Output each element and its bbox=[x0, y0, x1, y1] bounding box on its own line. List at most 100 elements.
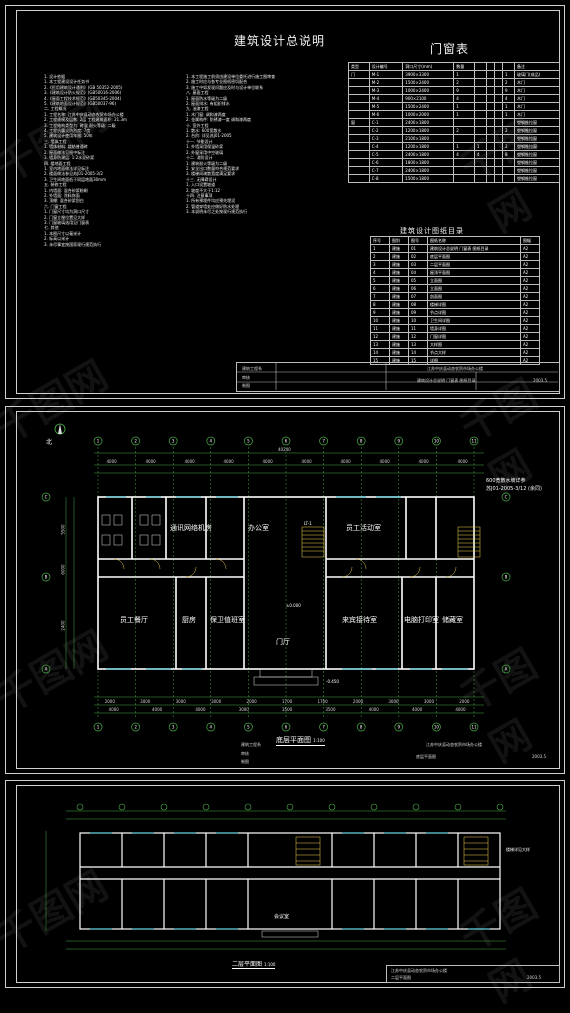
axis-bubble bbox=[93, 436, 103, 446]
title-block-draw: 制图 bbox=[241, 759, 249, 764]
note-line: 2. 安全出口数量符合规范要求 bbox=[186, 165, 240, 171]
axis-label: 7 bbox=[322, 439, 325, 444]
note-line: 二. 工程概况 bbox=[44, 106, 67, 112]
title-block-design: 建筑工程系 bbox=[242, 366, 262, 371]
axis-bubble bbox=[501, 664, 511, 674]
table-cell: 塑钢推拉窗 bbox=[514, 174, 560, 183]
dimension-label: 4000 bbox=[457, 459, 468, 464]
axis-label: 7 bbox=[322, 725, 325, 730]
axis-label: 3 bbox=[172, 439, 175, 444]
note-line: 1. 本工程施工前须由建设单位委托进行施工图审查 bbox=[186, 74, 276, 79]
note-line: 2. 坡度不大于1:12 bbox=[186, 187, 221, 193]
axis-bubble bbox=[41, 572, 51, 582]
title-block: 建筑工程系 审核 制图 江苏中庆县动态农贸市场办公楼 建筑设计总说明 门窗表 图… bbox=[236, 362, 560, 392]
title-block-date: 2003.5 bbox=[532, 754, 546, 759]
dimension-label: 3000 bbox=[211, 699, 222, 704]
entrance-steps bbox=[253, 668, 319, 686]
note-line: 5.《建筑地面设计规范》(GB50037-96) bbox=[44, 101, 117, 107]
note-line: 2. 外墙面: 涂料饰面 bbox=[44, 192, 80, 198]
plan-title: 二层平面图 1:100 bbox=[232, 959, 276, 969]
title-block-drawing-name: 二层平面图 bbox=[391, 975, 411, 980]
note-line: 3. 顶棚: 混合砂浆刮白 bbox=[44, 198, 84, 204]
table-cell: 15 bbox=[408, 356, 428, 365]
axis-label: A bbox=[505, 667, 508, 672]
elevation-outside: -0.450 bbox=[326, 679, 339, 684]
axis-label: 9 bbox=[398, 725, 401, 730]
axis-bubble bbox=[244, 722, 253, 732]
axis-label: 4 bbox=[210, 439, 213, 444]
axis-bubble bbox=[469, 722, 479, 732]
note-line: 3. 工程结构类型为: 砖混 耐火等级: 二级 bbox=[44, 122, 116, 128]
dimension-label: 3500 bbox=[282, 707, 293, 712]
stair-right bbox=[457, 526, 481, 558]
dimension-label: 3000 bbox=[423, 699, 434, 704]
note-line: 1. 散水: 600宽散水 bbox=[186, 128, 222, 134]
note-line: 2. 管道穿墙处应做好防水处理 bbox=[186, 203, 240, 209]
note-line: 1. 屋面防水等级为二级 bbox=[186, 95, 228, 101]
title-block: 建筑工程系 审核 制图 江苏中庆县动态农贸市场办公楼 底层平面图 2003.5 bbox=[236, 739, 558, 767]
note-line: 1. 内墙面: 混合砂浆粉刷 bbox=[44, 187, 88, 193]
note-line: 2. 工程规模及层数: 2层 工程建筑面积: 21.3m bbox=[44, 117, 127, 123]
axis-bubble bbox=[319, 722, 328, 732]
room-network: 通讯网络机房 bbox=[170, 524, 212, 532]
dimension-label: 3500 bbox=[325, 707, 336, 712]
axis-bubble bbox=[131, 722, 140, 732]
axis-bubble bbox=[93, 722, 103, 732]
elevation-lobby: ±0.000 bbox=[286, 603, 301, 608]
axis-bubble bbox=[356, 436, 366, 446]
plan-title-text: 二层平面图 bbox=[232, 961, 263, 968]
dimension-label: 4000 bbox=[106, 459, 117, 464]
note-line: 八. 屋面工程 bbox=[186, 90, 209, 96]
title-block-drawing-name: 底层平面图 bbox=[416, 754, 436, 759]
dimension-label: 4000 bbox=[455, 707, 466, 712]
dimension-label: 2400 bbox=[60, 620, 66, 631]
note-line: 十三. 无障碍设计 bbox=[186, 176, 217, 182]
note-line: 3. 门窗玻璃选用见门窗表 bbox=[44, 219, 90, 225]
note-line: 四. 楼地面工程 bbox=[44, 160, 71, 166]
axis-label: 6 bbox=[285, 439, 288, 444]
note-line: 2. 楼面做法参见苏J01-2005-3/2 bbox=[44, 171, 103, 177]
note-line: 2. 外窗采用中空玻璃 bbox=[186, 149, 224, 155]
room-security: 保卫值班室 bbox=[210, 616, 245, 624]
note-line: 2. 施工时应与各专业图纸密切配合 bbox=[186, 79, 248, 85]
axis-label: 11 bbox=[471, 725, 477, 730]
north-label: 北 bbox=[46, 439, 53, 446]
axis-label: B bbox=[505, 575, 508, 580]
axis-bubble bbox=[432, 722, 441, 732]
note-line: 3.《建筑设计防火规范》(GB50016-2006) bbox=[44, 90, 122, 96]
note-line: 十四. 注意事项 bbox=[186, 192, 213, 198]
axis-bubble bbox=[394, 436, 404, 446]
axis-bubble bbox=[206, 436, 216, 446]
axis-bubble bbox=[168, 722, 178, 732]
axis-label: 5 bbox=[247, 725, 250, 730]
note-line: 2. 屋面排水: 有组织排水 bbox=[186, 101, 230, 107]
note-line: 4.《屋面工程技术规范》(GB50345-2004) bbox=[44, 95, 122, 101]
toilet-fixtures bbox=[101, 514, 161, 546]
dimension-label: 4000 bbox=[412, 707, 423, 712]
axis-label: 10 bbox=[434, 439, 440, 444]
axis-label: 8 bbox=[360, 439, 363, 444]
axis-bubble bbox=[432, 436, 441, 446]
axis-label: 2 bbox=[134, 439, 137, 444]
plan-title-text: 底层平面图 bbox=[276, 736, 311, 744]
axis-label: 8 bbox=[360, 725, 363, 730]
room-storage: 储藏室 bbox=[442, 616, 463, 624]
title-block-check: 审核 bbox=[242, 375, 250, 380]
note-line: 1. 墙体材料: 烧结普通砖 bbox=[44, 144, 88, 150]
door-window-title: 门窗表 bbox=[430, 42, 470, 56]
dimension-label: 5500 bbox=[60, 524, 66, 535]
note-line: 4. 工程抗震设防烈度: 7度 bbox=[44, 128, 91, 134]
room-print: 电脑打印室 bbox=[404, 616, 439, 624]
note-line: 1. 本图尺寸以毫米计 bbox=[44, 230, 82, 236]
room-center-label: 会议室 bbox=[274, 914, 290, 920]
sheet1-lines bbox=[236, 362, 558, 390]
axis-label: C bbox=[505, 495, 508, 500]
axis-label: 3 bbox=[172, 725, 175, 730]
title-block-check: 审核 bbox=[241, 751, 249, 756]
